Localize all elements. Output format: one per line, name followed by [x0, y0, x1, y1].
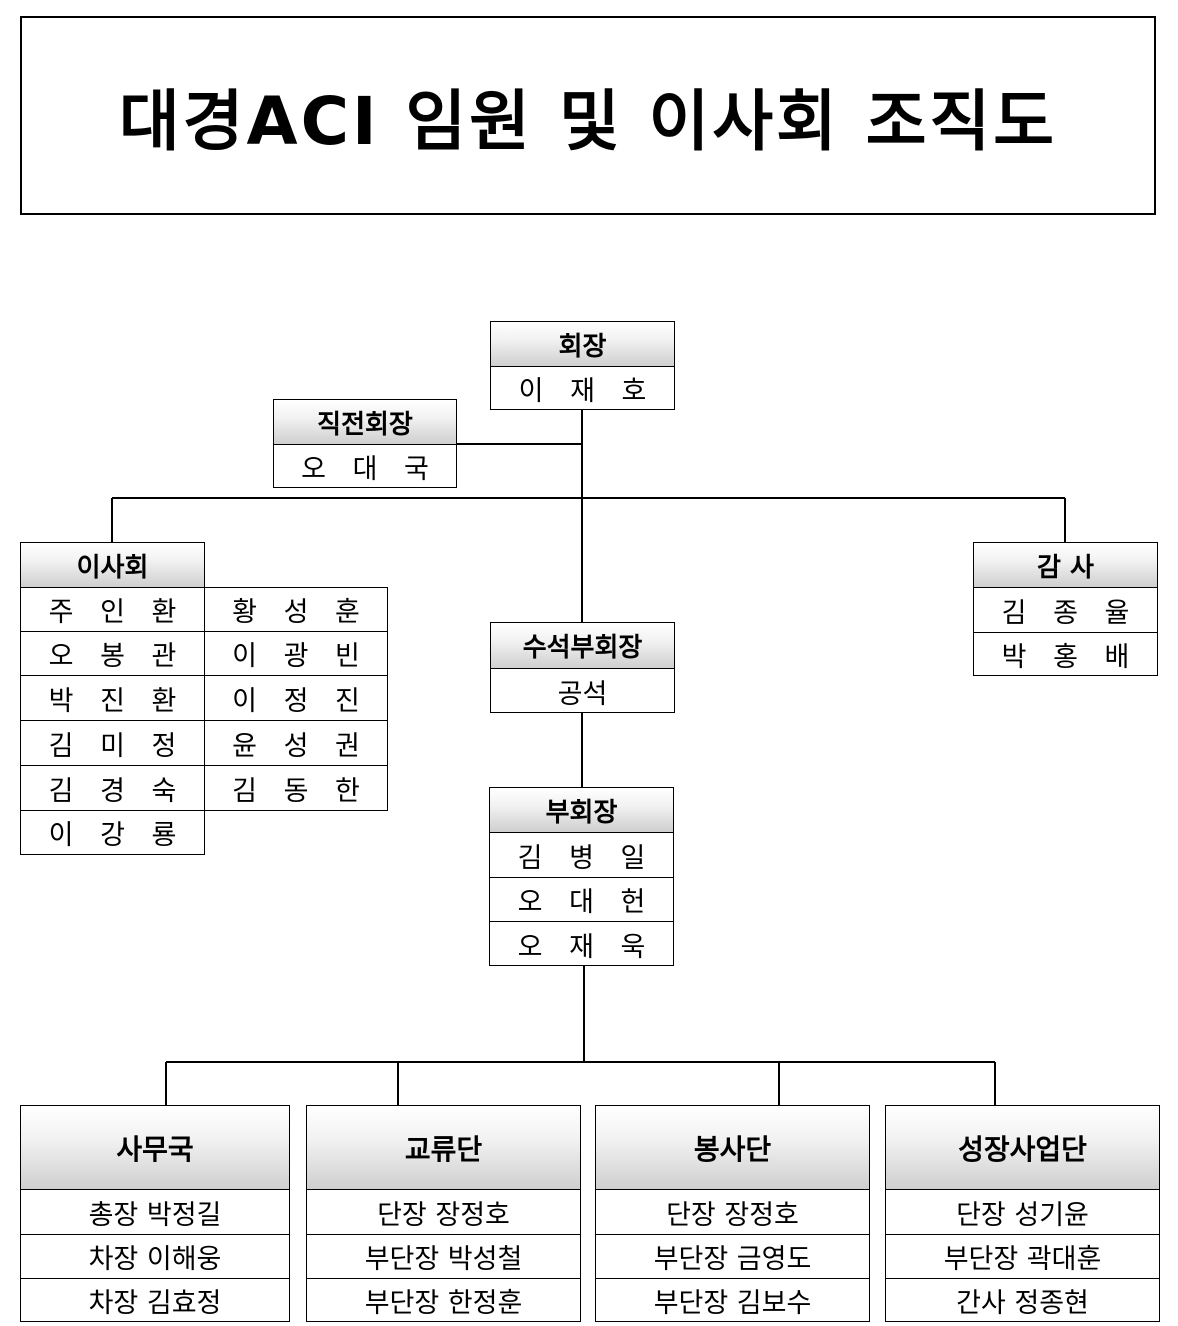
board-member: 이 정 진: [204, 675, 388, 721]
title-box: 대경ACI 임원 및 이사회 조직도: [20, 16, 1156, 215]
president-name: 이 재 호: [518, 376, 656, 407]
vp-title: 부회장: [490, 788, 673, 833]
board-member: 오 봉 관: [20, 631, 205, 676]
former-president-title: 직전회장: [274, 400, 456, 445]
board-member: 이 광 빈: [204, 631, 388, 676]
board-member: 김 경 숙: [20, 765, 205, 811]
board-member: 김 동 한: [204, 765, 388, 811]
division-title: 사무국: [21, 1106, 289, 1190]
division-exchange-box: 교류단 단장 장정호 부단장 박성철 부단장 한정훈: [306, 1105, 581, 1322]
board-member: 주 인 환: [20, 587, 205, 632]
vp-member: 오 재 욱: [490, 921, 673, 966]
division-member: 부단장 박성철: [307, 1234, 580, 1278]
former-president-box: 직전회장 오 대 국: [273, 399, 457, 488]
vp-box: 부회장 김 병 일 오 대 헌 오 재 욱: [489, 787, 674, 966]
board-member: 김 미 정: [20, 720, 205, 766]
auditor-member: 박 홍 배: [974, 632, 1157, 676]
division-member: 부단장 금영도: [596, 1234, 869, 1278]
division-member: 총장 박정길: [88, 1199, 222, 1231]
board-member: 윤 성 권: [204, 720, 388, 766]
board-title: 이사회: [21, 543, 204, 588]
division-title: 봉사단: [596, 1106, 869, 1190]
division-member: 단장 장정호: [666, 1199, 799, 1231]
division-member: 단장 성기윤: [956, 1199, 1089, 1231]
division-title: 교류단: [307, 1106, 580, 1190]
division-growth-box: 성장사업단 단장 성기윤 부단장 곽대훈 간사 정종현: [885, 1105, 1160, 1322]
division-member: 차장 이해웅: [21, 1234, 289, 1278]
senior-vp-box: 수석부회장 공석: [490, 622, 675, 713]
senior-vp-title: 수석부회장: [491, 623, 674, 669]
division-member: 부단장 김보수: [596, 1278, 869, 1322]
division-member: 차장 김효정: [21, 1278, 289, 1322]
vp-member: 오 대 헌: [490, 877, 673, 921]
auditor-member: 김 종 율: [1001, 597, 1139, 629]
division-office-box: 사무국 총장 박정길 차장 이해웅 차장 김효정: [20, 1105, 290, 1322]
former-president-name: 오 대 국: [301, 454, 438, 485]
division-service-box: 봉사단 단장 장정호 부단장 금영도 부단장 김보수: [595, 1105, 870, 1322]
board-header-box: 이사회: [20, 542, 205, 588]
senior-vp-name: 공석: [557, 678, 608, 710]
page-title: 대경ACI 임원 및 이사회 조직도: [119, 82, 1057, 160]
board-member: 이 강 룡: [20, 810, 205, 855]
president-box: 회장 이 재 호: [490, 321, 675, 410]
auditor-box: 감 사 김 종 율 박 홍 배: [973, 542, 1158, 676]
auditor-title: 감 사: [974, 543, 1157, 588]
board-member: 박 진 환: [20, 675, 205, 721]
division-member: 단장 장정호: [377, 1199, 510, 1231]
division-member: 부단장 한정훈: [307, 1278, 580, 1322]
division-member: 부단장 곽대훈: [886, 1234, 1159, 1278]
board-member: 황 성 훈: [204, 587, 388, 632]
division-title: 성장사업단: [886, 1106, 1159, 1190]
president-title: 회장: [491, 322, 674, 367]
vp-member: 김 병 일: [517, 842, 655, 874]
division-member: 간사 정종현: [886, 1278, 1159, 1322]
